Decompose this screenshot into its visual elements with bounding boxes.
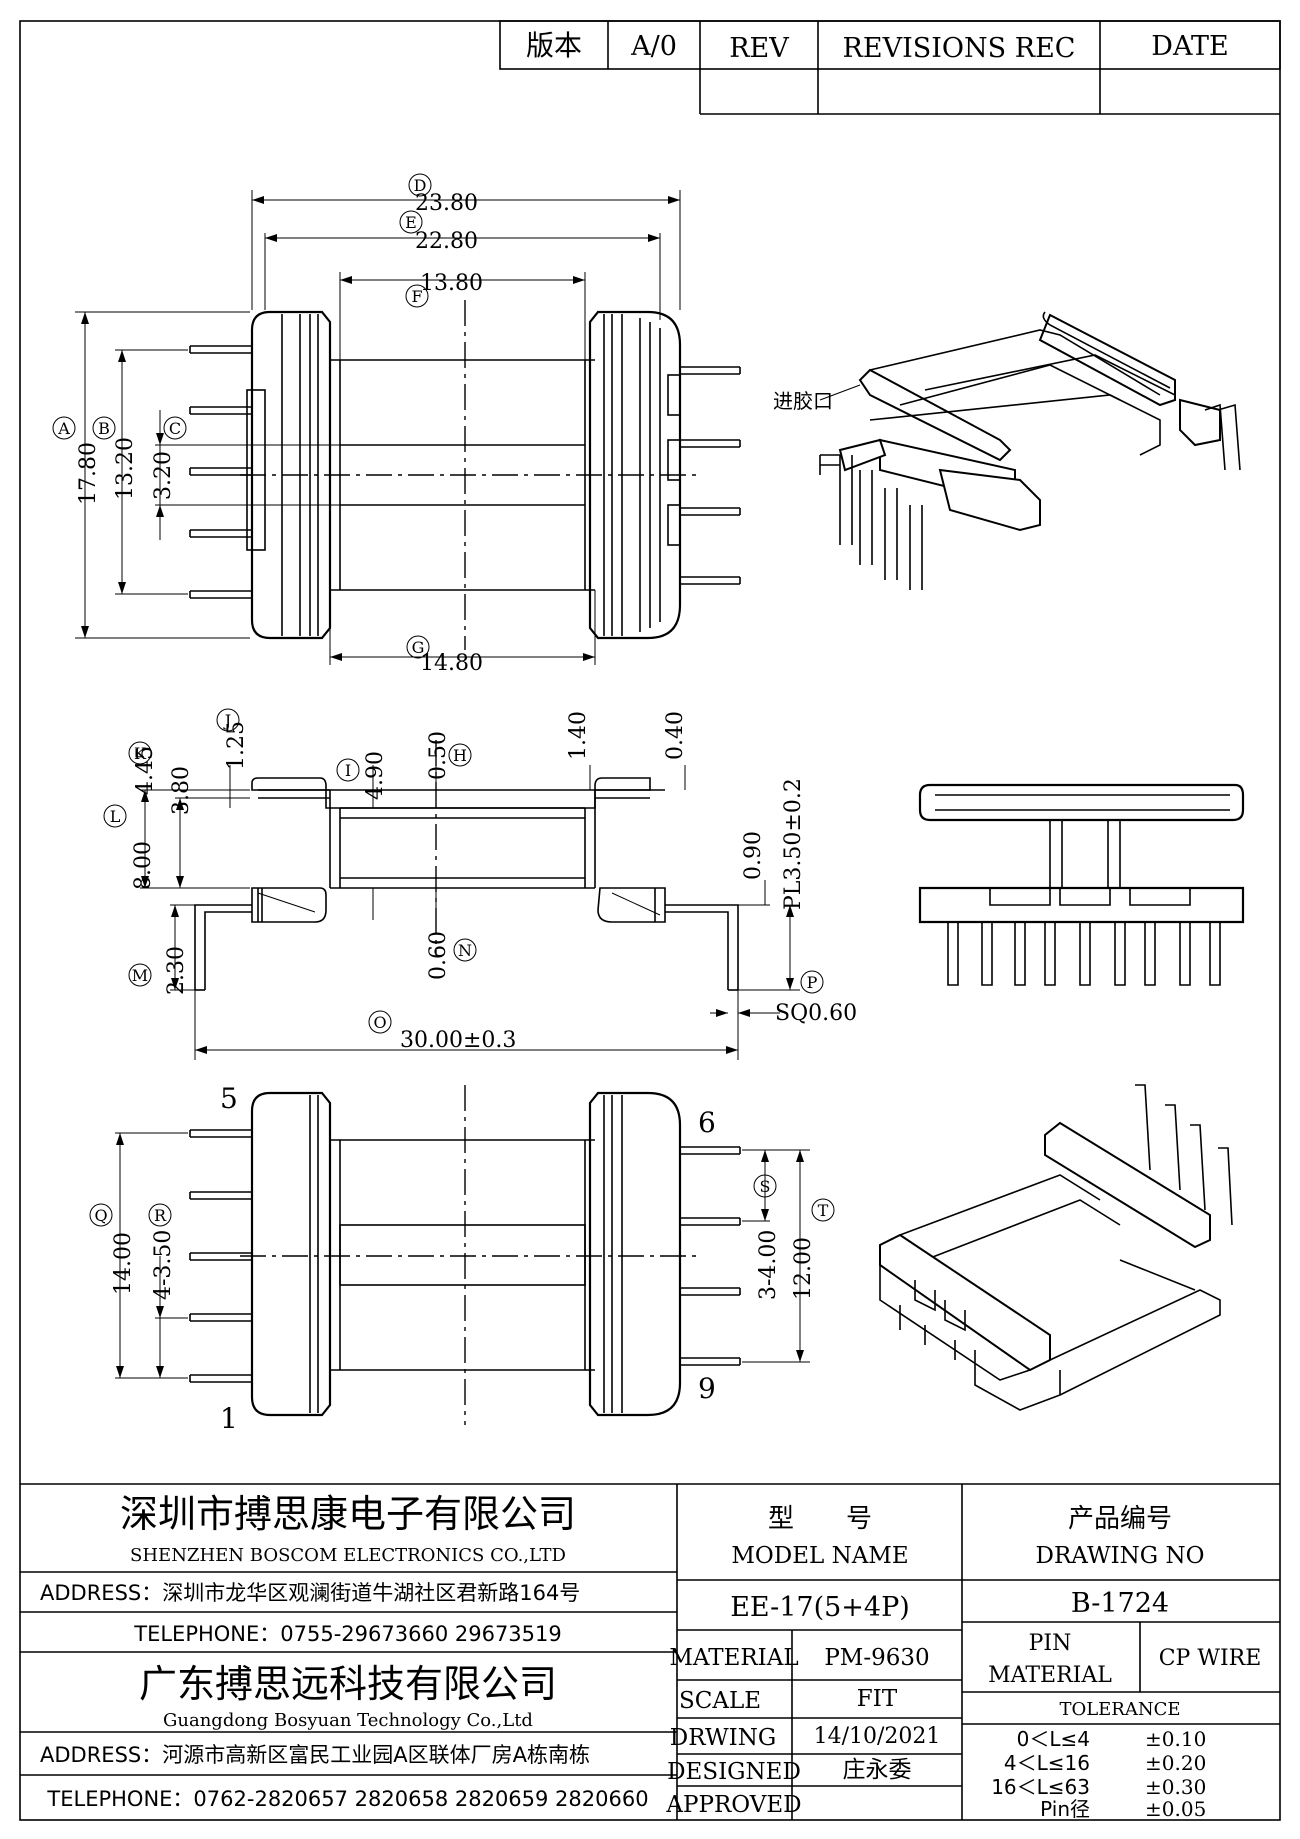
tolerance-range-2: 4＜L≤16 bbox=[1004, 1751, 1090, 1775]
pin-number-5: 5 bbox=[220, 1082, 238, 1115]
designed-label: DESIGNED bbox=[667, 1759, 801, 1785]
drawing-date: 14/10/2021 bbox=[814, 1724, 941, 1749]
tolerance-range-4: Pin径 bbox=[1040, 1797, 1090, 1821]
letter-K: K bbox=[134, 744, 147, 763]
company2-en: Guangdong Bosyuan Technology Co.,Ltd bbox=[163, 1710, 533, 1731]
letter-L: L bbox=[110, 807, 121, 826]
dim-F-value: 13.80 bbox=[420, 271, 483, 296]
telephone1: TELEPHONE：0755-29673660 29673519 bbox=[133, 1622, 562, 1646]
dim-H-value: 0.50 bbox=[426, 731, 451, 780]
pin-material-label-2: MATERIAL bbox=[988, 1663, 1112, 1688]
model-label-cn: 型 号 bbox=[768, 1504, 872, 1534]
letter-J: J bbox=[223, 711, 231, 730]
letter-O: O bbox=[373, 1013, 386, 1032]
dim-D-value: 23.80 bbox=[415, 191, 478, 216]
drawing-by-label: DRWING bbox=[670, 1725, 776, 1751]
letter-S: S bbox=[760, 1177, 771, 1196]
designed-by: 庄永委 bbox=[843, 1757, 912, 1783]
pin-number-1: 1 bbox=[220, 1402, 238, 1435]
dim-pin-offset-value: 0.90 bbox=[741, 831, 766, 880]
revision-block: 版本 A/0 REV REVISIONS REC DATE bbox=[499, 20, 1281, 115]
letter-P: P bbox=[807, 973, 818, 992]
tolerance-range-3: 16＜L≤63 bbox=[991, 1775, 1090, 1799]
scale-value: FIT bbox=[857, 1686, 898, 1712]
dim-Q-value: 14.00 bbox=[111, 1232, 136, 1295]
dim-A-value: 17.80 bbox=[76, 442, 101, 505]
front-view bbox=[918, 783, 1245, 986]
gate-label: 进胶口 bbox=[773, 389, 833, 413]
model-value: EE-17(5+4P) bbox=[730, 1592, 910, 1623]
letter-C: C bbox=[169, 419, 181, 438]
letter-B: B bbox=[98, 419, 110, 438]
top-view: 23.80 22.80 13.80 14.80 17.80 13.20 3.20… bbox=[52, 173, 741, 676]
scale-label: SCALE bbox=[679, 1688, 761, 1714]
date-label: DATE bbox=[1151, 31, 1228, 62]
pin-number-6: 6 bbox=[698, 1106, 716, 1139]
tolerance-value-4: ±0.05 bbox=[1145, 1797, 1206, 1821]
address1: ADDRESS：深圳市龙华区观澜街道牛湖社区君新路164号 bbox=[40, 1581, 580, 1605]
tolerance-label: TOLERANCE bbox=[1059, 1699, 1180, 1720]
material-value: PM-9630 bbox=[824, 1645, 929, 1671]
tolerance-value-2: ±0.20 bbox=[1145, 1751, 1206, 1775]
letter-A: A bbox=[57, 419, 70, 438]
address2: ADDRESS：河源市高新区富民工业园A区联体厂房A栋南栋 bbox=[40, 1743, 590, 1767]
dim-R-value: 4-3.50 bbox=[151, 1230, 176, 1300]
side-view: 4.45 1.25 3.80 8.00 2.30 4.90 0.50 0.60 … bbox=[103, 708, 857, 1060]
company1-cn: 深圳市搏思康电子有限公司 bbox=[120, 1492, 576, 1536]
dim-top-right-b-value: 0.40 bbox=[663, 711, 688, 760]
material-label: MATERIAL bbox=[669, 1645, 798, 1671]
approved-label: APPROVED bbox=[665, 1792, 801, 1818]
letter-I: I bbox=[345, 761, 351, 780]
dim-L-value: 8.00 bbox=[131, 841, 156, 890]
isometric-view-bottom bbox=[879, 1084, 1233, 1411]
dim-L-inner-value: 3.80 bbox=[169, 766, 194, 815]
pin-number-9: 9 bbox=[698, 1372, 716, 1405]
dim-S-value: 3-4.00 bbox=[756, 1230, 781, 1300]
pin-material-value: CP WIRE bbox=[1159, 1646, 1262, 1671]
dim-G-value: 14.80 bbox=[420, 651, 483, 676]
drawing-value: B-1724 bbox=[1071, 1588, 1169, 1619]
letter-Q: Q bbox=[94, 1206, 107, 1225]
tolerance-range-1: 0＜L≤4 bbox=[1017, 1727, 1090, 1751]
letter-M: M bbox=[132, 966, 148, 985]
dim-P-value: SQ0.60 bbox=[775, 1001, 857, 1026]
dim-K-value: 4.45 bbox=[133, 746, 158, 795]
letter-N: N bbox=[458, 941, 472, 960]
letter-R: R bbox=[154, 1206, 167, 1225]
letter-E: E bbox=[405, 213, 417, 232]
drawing-label-en: DRAWING NO bbox=[1036, 1543, 1205, 1569]
dim-E-value: 22.80 bbox=[415, 229, 478, 254]
company1-en: SHENZHEN BOSCOM ELECTRONICS CO.,LTD bbox=[130, 1545, 566, 1566]
revisions-rec-label: REVISIONS REC bbox=[843, 33, 1076, 64]
dim-N-value: 0.60 bbox=[426, 931, 451, 980]
dim-J-value: 1.25 bbox=[224, 721, 249, 770]
letter-G: G bbox=[412, 638, 425, 657]
bottom-view: 14.00 4-3.50 3-4.00 12.00 Q R S T 5 1 6 … bbox=[89, 1082, 835, 1435]
dim-I-value: 4.90 bbox=[363, 751, 388, 800]
company2-cn: 广东搏思远科技有限公司 bbox=[139, 1662, 557, 1706]
version-value: A/0 bbox=[630, 31, 677, 62]
letter-H: H bbox=[453, 746, 467, 765]
dim-top-right-a-value: 1.40 bbox=[566, 711, 591, 760]
dim-C-value: 3.20 bbox=[151, 451, 176, 500]
pin-material-label-1: PIN bbox=[1029, 1631, 1072, 1656]
version-label: 版本 bbox=[526, 29, 582, 62]
letter-T: T bbox=[818, 1201, 829, 1220]
dim-T-value: 12.00 bbox=[791, 1237, 816, 1300]
letter-D: D bbox=[414, 176, 427, 195]
isometric-view-top: 进胶口 bbox=[773, 311, 1241, 590]
rev-label: REV bbox=[729, 33, 789, 64]
title-block: 深圳市搏思康电子有限公司 SHENZHEN BOSCOM ELECTRONICS… bbox=[20, 1483, 1280, 1821]
tolerance-value-3: ±0.30 bbox=[1145, 1775, 1206, 1799]
telephone2: TELEPHONE：0762-2820657 2820658 2820659 2… bbox=[46, 1787, 648, 1811]
dim-M-value: 2.30 bbox=[164, 946, 189, 995]
drawing-label-cn: 产品编号 bbox=[1068, 1504, 1172, 1534]
tolerance-value-1: ±0.10 bbox=[1145, 1727, 1206, 1751]
model-label-en: MODEL NAME bbox=[731, 1543, 908, 1569]
dim-PL-value: PL3.50±0.2 bbox=[781, 778, 806, 910]
letter-F: F bbox=[411, 287, 422, 306]
dim-O-value: 30.00±0.3 bbox=[400, 1028, 516, 1053]
dim-B-value: 13.20 bbox=[113, 437, 138, 500]
